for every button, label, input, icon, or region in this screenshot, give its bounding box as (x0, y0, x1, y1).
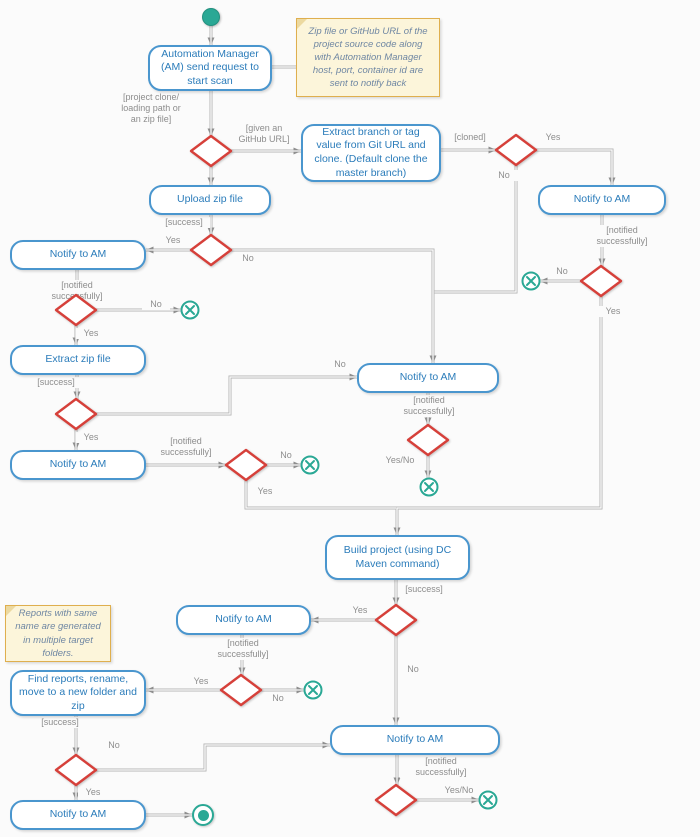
note-duplicate-reports: Reports with same name are generated in … (5, 605, 111, 662)
edge-label-25: No (399, 664, 427, 675)
edge-label-5: No (490, 170, 518, 181)
flow-final-x-node-2 (179, 299, 201, 321)
edge-label-8: Yes (598, 306, 628, 317)
activity-final-node (192, 804, 214, 826)
edge-label-16: Yes (76, 432, 106, 443)
flow-final-x-node-3 (299, 454, 321, 476)
flow-final-x-node-1 (520, 270, 542, 292)
edge-label-11: No (234, 253, 262, 264)
edge-label-24: Yes (345, 605, 375, 616)
edge-label-29: [success] (34, 717, 86, 728)
edge-label-28: No (264, 693, 292, 704)
box-build-project: Build project (using DC Maven command) (325, 535, 470, 580)
edge-label-14: Yes (76, 328, 106, 339)
edge-label-31: Yes (78, 787, 108, 798)
decision-diamond-6 (54, 397, 98, 431)
decision-diamond-4 (189, 233, 233, 267)
decision-diamond-12 (374, 783, 418, 817)
edge-label-10: Yes (158, 235, 188, 246)
edge-label-19: No (272, 450, 300, 461)
decision-diamond-9 (374, 603, 418, 637)
edge-label-20: Yes (250, 486, 280, 497)
start-node (202, 8, 220, 26)
edge-label-1: [project clone/ loading path or an zip f… (116, 92, 186, 125)
edge-label-26: [notified successfully] (202, 638, 284, 660)
box-notify-am-build: Notify to AM (176, 605, 311, 635)
box-am-request: Automation Manager (AM) send request to … (148, 45, 272, 91)
edge-label-3: [cloned] (447, 132, 493, 143)
decision-diamond-2 (494, 133, 538, 167)
decision-diamond-1 (189, 134, 233, 168)
edge-label-22: Yes/No (378, 455, 422, 466)
edge-label-33: Yes/No (436, 785, 482, 796)
edge-label-17: No (326, 359, 354, 370)
note-zip-or-github-url: Zip file or GitHub URL of the project so… (296, 18, 440, 97)
edge-label-4: Yes (538, 132, 568, 143)
decision-diamond-11 (54, 753, 98, 787)
box-notify-am-center: Notify to AM (357, 363, 499, 393)
decision-diamond-3 (579, 264, 623, 298)
decision-diamond-8 (406, 423, 450, 457)
box-extract-branch: Extract branch or tag value from Git URL… (301, 124, 441, 182)
edge-label-30: No (100, 740, 128, 751)
decision-diamond-7 (224, 448, 268, 482)
box-notify-am-final: Notify to AM (10, 800, 146, 830)
edge-label-6: [notified successfully] (582, 225, 662, 247)
decision-diamond-10 (219, 673, 263, 707)
edge-label-21: [notified successfully] (388, 395, 470, 417)
edge-label-23: [success] (398, 584, 450, 595)
flow-final-x-node-4 (418, 476, 440, 498)
edge-label-9: [success] (158, 217, 210, 228)
edge-label-18: [notified successfully] (146, 436, 226, 458)
edge-label-32: [notified successfully] (400, 756, 482, 778)
decision-diamond-5 (54, 293, 98, 327)
box-notify-am-extract: Notify to AM (10, 450, 146, 480)
box-notify-am-reports: Notify to AM (330, 725, 500, 755)
flow-final-x-node-6 (477, 789, 499, 811)
box-upload-zip: Upload zip file (149, 185, 271, 215)
box-find-reports: Find reports, rename, move to a new fold… (10, 670, 146, 716)
edge-label-15: [success] (30, 377, 82, 388)
flow-final-x-node-5 (302, 679, 324, 701)
box-notify-am-git: Notify to AM (538, 185, 666, 215)
edge-label-13: No (142, 299, 170, 310)
edge-label-27: Yes (186, 676, 216, 687)
box-extract-zip: Extract zip file (10, 345, 146, 375)
edge-label-2: [given an GitHub URL] (233, 123, 295, 145)
box-notify-am-upload: Notify to AM (10, 240, 146, 270)
edge-label-7: No (548, 266, 576, 277)
